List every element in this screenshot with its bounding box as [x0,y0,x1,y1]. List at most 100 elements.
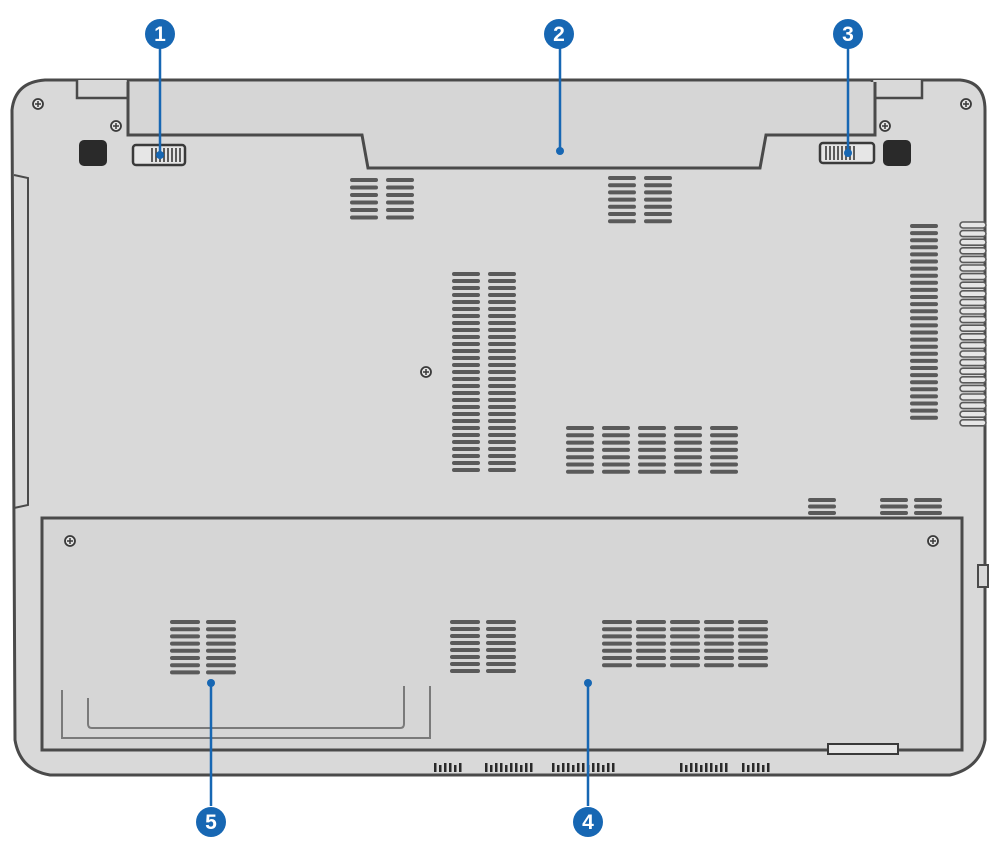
vent-slot [488,307,516,311]
vent-slot [602,620,632,624]
vent-slot [644,183,672,188]
leader-dot-3 [844,149,852,157]
vent-slot [386,178,414,182]
vent-slot [608,176,636,180]
vent-slot [910,245,938,250]
vent-slot [170,634,200,639]
vent-slot [452,454,480,458]
callout-number-1: 1 [154,23,166,46]
vent-slot [910,238,938,243]
vent-slot [910,408,938,413]
vent-slot [170,641,200,646]
vent-slot [450,620,480,624]
vent-slot [488,447,516,451]
vent-slot [566,447,594,452]
vent-slot [566,462,594,467]
vent-slot [808,511,836,515]
vent-top-right [608,176,672,224]
vent-slot [386,193,414,197]
vent-slot [636,648,666,653]
vent-slot [602,656,632,660]
vent-slot [710,469,738,474]
edge-tick [582,763,585,772]
vent-slot [704,634,734,639]
vent-slot [486,620,516,624]
vent-fin [959,229,987,238]
vent-slot [808,504,836,509]
vent-center-column [452,272,516,472]
vent-fin [959,298,987,307]
vent-slot [450,669,480,673]
vent-slot [350,208,378,212]
vent-slot [488,286,516,290]
vent-slot [644,197,672,202]
vent-slot [638,455,666,460]
vent-slot [170,648,200,653]
vent-center-right [566,426,738,474]
vent-fin [959,221,987,229]
edge-tick [515,763,518,772]
vent-slot [608,204,636,209]
vent-slot [602,641,632,646]
vent-slot [704,648,734,653]
edge-tick [434,763,437,772]
vent-slot [488,384,516,388]
vent-slot [602,627,632,632]
edge-tick [700,765,703,772]
vent-slot [738,656,768,660]
vent-slot [488,440,516,444]
vent-slot [670,641,700,646]
edge-tick [742,763,745,772]
vent-slot [450,662,480,666]
vent-slot [704,627,734,632]
vent-slot [452,391,480,395]
vent-slot [644,219,672,224]
vent-slot [710,426,738,430]
vent-slot [638,462,666,467]
edge-tick [705,763,708,772]
edge-tick [505,765,508,772]
edge-tick [490,765,493,772]
vent-slot [602,462,630,467]
edge-tick [725,763,728,772]
vent-slot [486,641,516,645]
callout-number-2: 2 [553,23,565,46]
edge-tick [567,763,570,772]
vent-slot [452,419,480,423]
edge-tick [720,763,723,772]
vent-slot [636,656,666,660]
screw-compartment-left [64,535,76,547]
vent-slot [602,634,632,639]
hinge-tab-left [75,80,130,100]
vent-slot [488,300,516,304]
vent-slot [910,302,938,307]
vent-fin [959,289,987,298]
vent-slot [670,648,700,653]
edge-tick [577,763,580,772]
vent-slot [452,440,480,444]
vent-slot [488,335,516,339]
vent-slot [910,316,938,321]
edge-tick [752,763,755,772]
vent-slot [710,433,738,438]
vent-slot [488,279,516,283]
vent-slot [486,669,516,673]
edge-tick [562,763,565,772]
edge-tick [685,765,688,772]
vent-slot [674,469,702,474]
vent-slot [488,398,516,402]
left-side-port-strip [13,174,29,509]
vent-fin [959,350,987,358]
vent-slot [452,384,480,388]
battery-pack [126,82,877,170]
vent-slot [486,662,516,666]
vent-slot [452,412,480,416]
vent-right-column [910,224,938,420]
callout-leaders [158,48,850,806]
edge-tick [500,763,503,772]
vent-slot [488,342,516,346]
edge-tick [454,765,457,772]
vent-slot [670,634,700,639]
vent-slot [488,426,516,430]
vent-slot [488,321,516,325]
